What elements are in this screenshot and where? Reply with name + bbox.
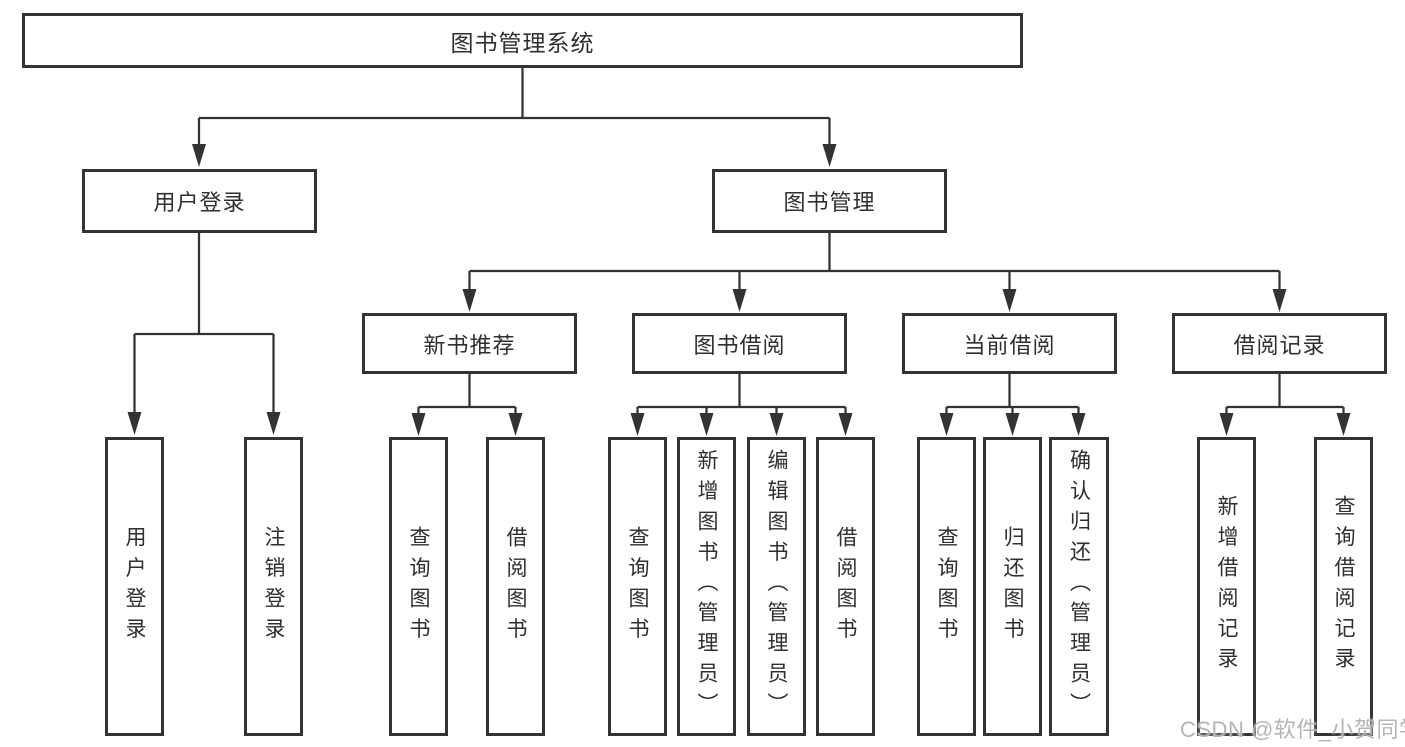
leaf-newbooks-borrow-books: 借阅图书 (486, 437, 545, 736)
node-label: 注销登录 (262, 525, 285, 648)
node-label: 图书管理系统 (450, 29, 595, 56)
node-library-system: 图书管理系统 (22, 13, 1023, 68)
node-label: 借阅图书 (834, 525, 857, 648)
edge-user-login-to-leaves (127, 233, 281, 435)
edge-current-borrowing-to-leaves (939, 374, 1086, 436)
leaf-newbooks-query-books: 查询图书 (389, 437, 448, 736)
node-borrow-records: 借阅记录 (1172, 313, 1387, 374)
leaf-records-query-record: 查询借阅记录 (1314, 437, 1373, 736)
node-label: 查询图书 (626, 525, 649, 648)
leaf-user-login: 用户登录 (105, 437, 164, 736)
edge-book-borrowing-to-leaves (630, 374, 853, 436)
csdn-watermark: CSDN @软件_小贺同学 (1180, 717, 1405, 742)
leaf-borrowing-add-books-admin: 新增图书（管理员） (677, 437, 736, 736)
node-label: 编辑图书（管理员） (765, 449, 788, 724)
node-label: 用户登录 (123, 525, 146, 648)
node-user-login: 用户登录 (82, 169, 317, 233)
node-label: 借阅图书 (504, 525, 527, 648)
leaf-current-confirm-return-admin: 确认归还（管理员） (1049, 437, 1109, 736)
leaf-current-query-books: 查询图书 (917, 437, 976, 736)
node-book-borrowing: 图书借阅 (632, 313, 847, 374)
leaf-borrowing-borrow-books: 借阅图书 (816, 437, 875, 736)
edge-root-to-level2 (192, 68, 837, 167)
edge-new-book-recommend-to-leaves (411, 374, 523, 436)
node-current-borrowing: 当前借阅 (902, 313, 1117, 374)
leaf-borrowing-query-books: 查询图书 (608, 437, 667, 736)
edge-book-management-to-level3 (462, 233, 1287, 312)
node-label: 当前借阅 (963, 332, 1056, 358)
node-label: 图书管理 (783, 190, 876, 215)
leaf-borrowing-edit-books-admin: 编辑图书（管理员） (747, 437, 806, 736)
node-label: 查询图书 (935, 525, 958, 648)
node-label: 确认归还（管理员） (1067, 449, 1091, 724)
node-book-management: 图书管理 (712, 169, 947, 233)
leaf-current-return-books: 归还图书 (983, 437, 1042, 736)
node-label: 新书推荐 (423, 332, 516, 358)
node-label: 新增图书（管理员） (695, 449, 718, 724)
node-label: 归还图书 (1001, 525, 1024, 648)
node-label: 查询图书 (407, 525, 430, 648)
node-new-book-recommend: 新书推荐 (362, 313, 577, 374)
node-label: 新增借阅记录 (1215, 495, 1238, 678)
node-label: 查询借阅记录 (1332, 495, 1355, 678)
node-label: 借阅记录 (1233, 332, 1326, 358)
leaf-records-add-record: 新增借阅记录 (1197, 437, 1256, 736)
node-label: 图书借阅 (693, 332, 786, 358)
leaf-logout: 注销登录 (244, 437, 303, 736)
node-label: 用户登录 (153, 190, 246, 215)
edge-borrow-records-to-leaves (1219, 374, 1351, 436)
